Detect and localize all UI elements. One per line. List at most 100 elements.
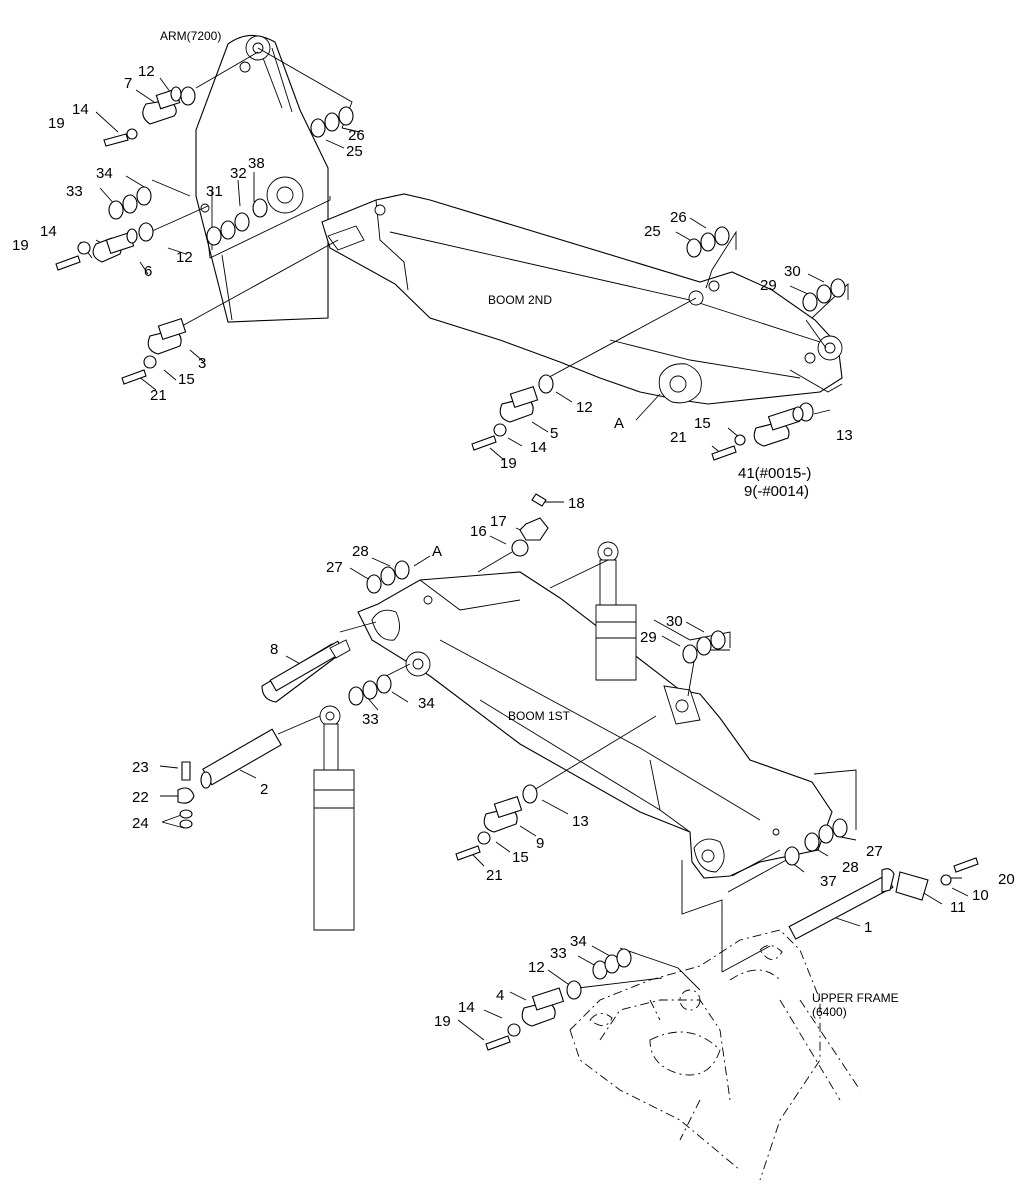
callout: 33 <box>66 183 83 200</box>
callout: 38 <box>248 155 265 172</box>
callout: 18 <box>568 495 585 512</box>
callout: 22 <box>132 789 149 806</box>
boom-2nd <box>321 193 843 405</box>
callout: 17 <box>490 513 507 530</box>
callout: 29 <box>760 277 777 294</box>
callout: 21 <box>150 387 167 404</box>
pin-5 <box>499 385 539 423</box>
callout: 12 <box>176 249 193 266</box>
washer-12-b <box>138 222 154 242</box>
callout: 16 <box>470 523 487 540</box>
washer-15-a <box>143 355 157 369</box>
callout: 27 <box>326 559 343 576</box>
callout: 14 <box>458 999 475 1016</box>
bolt-19-a <box>103 133 129 147</box>
callout: 21 <box>670 429 687 446</box>
callout: 24 <box>132 815 149 832</box>
boom-1st <box>357 571 833 879</box>
pin-2 <box>200 728 282 789</box>
callout: 13 <box>572 813 589 830</box>
bolt-21-b <box>711 445 737 461</box>
cotter-pin-18 <box>531 493 547 507</box>
bolt-19-b <box>55 255 81 271</box>
leader-lines <box>79 47 969 1041</box>
callout: 21 <box>486 867 503 884</box>
pin-8 <box>261 639 351 703</box>
callout: 29 <box>640 629 657 646</box>
ref-a-boom2: A <box>614 415 624 432</box>
callout: 12 <box>576 399 593 416</box>
bolt-20 <box>953 857 979 873</box>
label-serial-old: 9(-#0014) <box>744 483 809 500</box>
callout: 9 <box>536 835 544 852</box>
callout: 13 <box>836 427 853 444</box>
callout: 15 <box>512 849 529 866</box>
callout: 4 <box>496 987 504 1004</box>
callout: 10 <box>972 887 989 904</box>
washers-25-26-b <box>686 226 730 258</box>
callout: 11 <box>950 899 966 916</box>
washer-14-d <box>507 1023 521 1037</box>
callout: 37 <box>820 873 837 890</box>
washers-27-28-a <box>366 560 410 594</box>
callout: 6 <box>144 263 152 280</box>
bolt-19-d <box>485 1035 511 1051</box>
boom-cylinder-left <box>313 705 355 931</box>
callout: 19 <box>48 115 65 132</box>
bolt-21-a <box>121 369 147 385</box>
callout: 3 <box>198 355 206 372</box>
callout: 28 <box>842 859 859 876</box>
washer-16 <box>511 539 529 557</box>
callout: 15 <box>694 415 711 432</box>
callout: 14 <box>530 439 547 456</box>
washer-14-c <box>493 423 507 437</box>
washer-14-a <box>126 128 138 140</box>
callout: 30 <box>666 613 683 630</box>
pin-9 <box>483 795 523 833</box>
label-upper-frame: UPPER FRAME <box>812 991 899 1005</box>
bolt-19-c <box>471 435 497 451</box>
pin-4 <box>521 987 565 1027</box>
callout: 25 <box>346 143 363 160</box>
label-serial-new: 41(#0015-) <box>738 465 811 482</box>
callout-numbers: 12 7 14 19 26 25 34 33 31 32 38 14 19 6 … <box>12 63 1015 1030</box>
callout: 7 <box>124 75 132 92</box>
washer-14-b <box>77 241 91 255</box>
callout: 34 <box>96 165 113 182</box>
section-labels: ARM(7200) BOOM 2ND BOOM 1ST UPPER FRAME … <box>160 29 899 1019</box>
label-arm: ARM(7200) <box>160 29 221 43</box>
pin-41-9 <box>753 406 804 447</box>
callout: 25 <box>644 223 661 240</box>
callout: 5 <box>550 425 558 442</box>
pin-7 <box>142 86 182 125</box>
washer-15-b <box>734 434 746 446</box>
washers-29-30-b <box>682 630 726 664</box>
callout: 31 <box>206 183 223 200</box>
washers-31-32-38 <box>206 198 268 246</box>
pin-6 <box>92 228 138 263</box>
callout: 15 <box>178 371 195 388</box>
washer-13-b <box>522 784 538 804</box>
callout: 14 <box>72 101 89 118</box>
upper-frame-ghost <box>569 929 861 1181</box>
washer-10 <box>940 874 952 886</box>
callout: 34 <box>570 933 587 950</box>
washer-12-c <box>538 374 554 394</box>
washer-12-a <box>180 86 196 106</box>
callout: 30 <box>784 263 801 280</box>
washers-25-26-a <box>310 106 354 138</box>
washer-12-d <box>566 980 582 1000</box>
nut-17 <box>519 517 549 541</box>
pin-1 <box>788 868 895 940</box>
callout: 19 <box>12 237 29 254</box>
label-upper-frame-code: (6400) <box>812 1005 847 1019</box>
callout: 2 <box>260 781 268 798</box>
callout: 23 <box>132 759 149 776</box>
bolt-21-c <box>455 845 481 861</box>
boom-cylinder-right <box>595 541 637 681</box>
callout: 32 <box>230 165 247 182</box>
callout: 33 <box>550 945 567 962</box>
bolt-23 <box>181 761 191 781</box>
ref-a-boom1: A <box>432 543 442 560</box>
